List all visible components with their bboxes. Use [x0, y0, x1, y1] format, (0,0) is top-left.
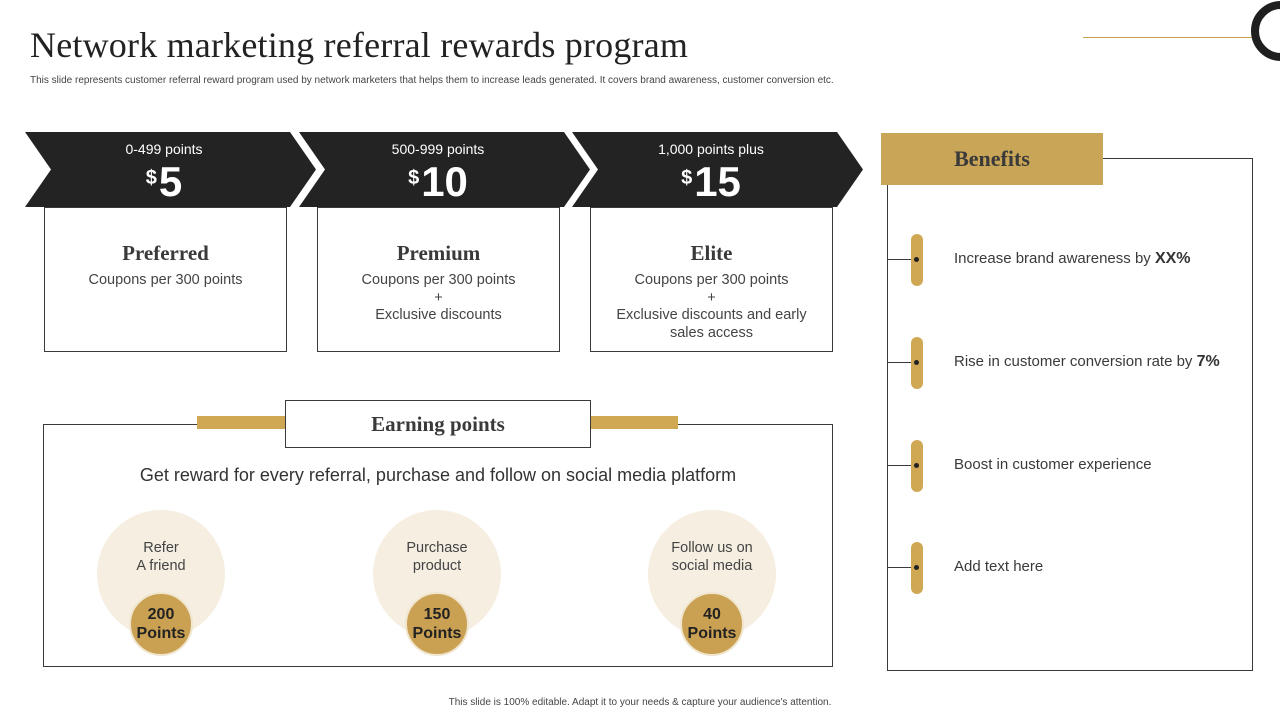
tier-chevron: [572, 132, 863, 207]
tier-amount: 10: [421, 158, 468, 205]
tier-card-premium: Premium Coupons per 300 points + Exclusi…: [317, 207, 560, 352]
benefit-text: Add text here: [954, 558, 1043, 575]
footer-note: This slide is 100% editable. Adapt it to…: [448, 697, 832, 708]
tier-chevrons: [25, 132, 863, 207]
tier-amount: 15: [694, 158, 741, 205]
benefit-highlight: XX%: [1154, 250, 1191, 267]
decorative-line: [1083, 37, 1258, 38]
benefit-connector: [887, 259, 917, 260]
tier-description: Coupons per 300 points + Exclusive disco…: [591, 272, 832, 342]
points-badge: 200 Points: [129, 592, 193, 656]
tier-card-preferred: Preferred Coupons per 300 points: [44, 207, 287, 352]
earn-item-refer: Refer A friend 200 Points: [97, 510, 225, 656]
tier-name: Elite: [690, 241, 733, 265]
points-value: 150: [423, 606, 451, 623]
benefit-label: Rise in customer conversion rate by: [954, 353, 1197, 370]
earn-item-follow: Follow us on social media 40 Points: [648, 510, 776, 656]
benefit-text: Boost in customer experience: [954, 456, 1152, 473]
earn-label-line: A friend: [136, 558, 186, 574]
earning-accent-bar-left: [197, 416, 287, 429]
currency-symbol: $: [145, 167, 157, 189]
benefit-item: Add text here: [887, 542, 1253, 594]
tier-description-line: Exclusive discounts and early: [616, 307, 807, 323]
tier-card-elite: Elite Coupons per 300 points + Exclusive…: [590, 207, 833, 352]
currency-symbol: $: [681, 167, 693, 189]
points-unit: Points: [687, 625, 737, 642]
tier-price: $10: [308, 158, 568, 206]
earn-item-label: Refer A friend: [97, 539, 225, 575]
benefit-item: Boost in customer experience: [887, 440, 1253, 492]
benefit-label: Boost in customer experience: [954, 456, 1152, 473]
benefit-label: Add text here: [954, 558, 1044, 575]
earning-points-title: Earning points: [285, 400, 591, 448]
earn-item-label: Purchase product: [373, 539, 501, 575]
tier-price: $5: [34, 158, 294, 206]
earn-label-line: Refer: [143, 540, 179, 556]
benefit-highlight: 7%: [1196, 353, 1220, 370]
tier-header-preferred: 0-499 points $5: [34, 132, 294, 207]
benefit-connector: [887, 362, 917, 363]
points-badge: 150 Points: [405, 592, 469, 656]
earn-label-line: social media: [671, 558, 753, 574]
points-value: 200: [147, 606, 175, 623]
tier-description-line: Coupons per 300 points: [88, 272, 243, 288]
benefit-item: Increase brand awareness by XX%: [887, 234, 1253, 286]
earn-label-line: Purchase: [406, 540, 468, 556]
page-subtitle: This slide represents customer referral …: [30, 75, 834, 86]
tier-header-premium: 500-999 points $10: [308, 132, 568, 207]
tier-description: Coupons per 300 points + Exclusive disco…: [318, 272, 559, 325]
tier-header-elite: 1,000 points plus $15: [581, 132, 841, 207]
tier-name: Preferred: [122, 241, 209, 265]
tier-name: Premium: [396, 241, 481, 265]
points-unit: Points: [412, 625, 462, 642]
tier-description-line: sales access: [669, 324, 753, 341]
currency-symbol: $: [408, 167, 420, 189]
tier-range: 0-499 points: [125, 141, 203, 157]
tier-description-line: Coupons per 300 points: [361, 272, 516, 288]
benefit-dot: [914, 257, 919, 262]
benefit-dot: [914, 360, 919, 365]
benefit-text: Increase brand awareness by XX%: [954, 250, 1191, 268]
tier-range: 1,000 points plus: [658, 141, 764, 157]
page-title: Network marketing referral rewards progr…: [30, 25, 689, 65]
tier-description-line: Exclusive discounts: [375, 307, 502, 323]
tier-chevron: [25, 132, 316, 207]
tier-description-line: +: [434, 289, 443, 306]
tier-amount: 5: [158, 158, 183, 205]
tier-chevron: [299, 132, 590, 207]
tier-range: 500-999 points: [391, 141, 485, 157]
points-value: 40: [703, 606, 721, 623]
benefit-dot: [914, 463, 919, 468]
benefit-item: Rise in customer conversion rate by 7%: [887, 337, 1253, 389]
benefit-text: Rise in customer conversion rate by 7%: [954, 353, 1220, 371]
points-badge: 40 Points: [680, 592, 744, 656]
earn-item-purchase: Purchase product 150 Points: [373, 510, 501, 656]
benefit-label: Increase brand awareness by: [954, 250, 1155, 267]
tier-description: Coupons per 300 points: [45, 272, 286, 290]
earn-label-line: product: [412, 558, 462, 574]
decorative-ring: [1251, 1, 1280, 61]
earning-accent-bar-right: [589, 416, 678, 429]
earn-label-line: Follow us on: [671, 540, 753, 556]
earn-item-label: Follow us on social media: [648, 539, 776, 575]
tier-description-line: Coupons per 300 points: [634, 272, 789, 288]
benefits-title: Benefits: [881, 133, 1103, 185]
benefit-connector: [887, 567, 917, 568]
tier-description-line: +: [707, 289, 716, 306]
earning-tagline: Get reward for every referral, purchase …: [139, 465, 737, 485]
benefit-connector: [887, 465, 917, 466]
benefit-dot: [914, 565, 919, 570]
tier-price: $15: [581, 158, 841, 206]
points-unit: Points: [136, 625, 186, 642]
